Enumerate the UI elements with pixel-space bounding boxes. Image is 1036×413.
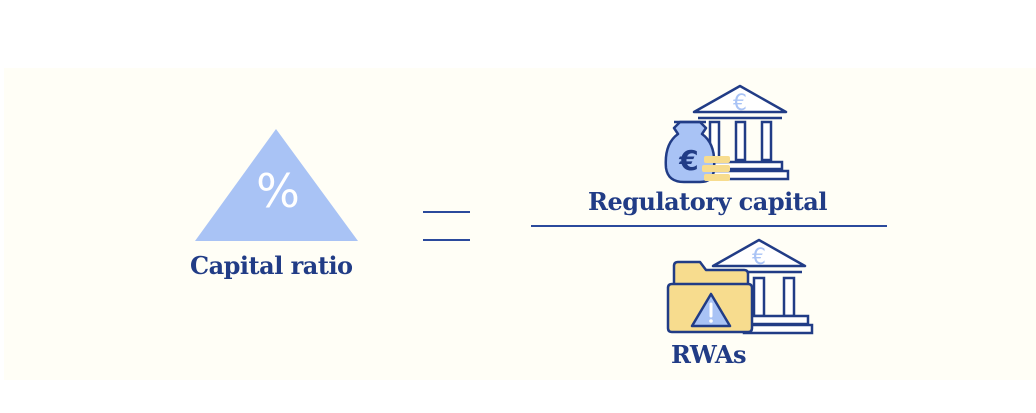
regulatory-capital-label: Regulatory capital: [588, 187, 827, 216]
svg-text:€: €: [678, 144, 698, 177]
fraction-line: [531, 225, 887, 227]
capital-ratio-label: Capital ratio: [190, 251, 353, 280]
equals-bar-top: [423, 211, 470, 213]
percent-symbol: %: [256, 164, 300, 218]
svg-text:€: €: [752, 245, 766, 270]
svg-text:€: €: [733, 91, 747, 116]
equals-bar-bottom: [423, 239, 470, 241]
bank-money-bag-icon: € €: [664, 84, 790, 184]
diagram-panel: [4, 68, 1036, 380]
rwas-label: RWAs: [671, 340, 746, 369]
bank-warning-folder-icon: €: [666, 238, 814, 335]
percent-triangle-icon: [195, 129, 358, 241]
